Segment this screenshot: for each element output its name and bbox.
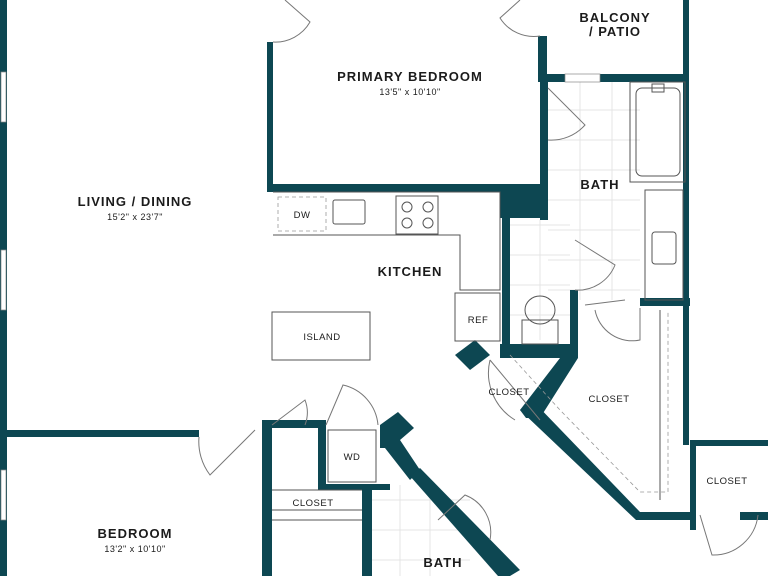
left-exterior-wall [0,0,7,576]
closet-hall-label: CLOSET [292,498,333,509]
washer-dryer [327,429,377,483]
closet-right-label: CLOSET [706,476,747,487]
living-dining-label: LIVING / DINING [78,194,193,209]
kitchen-counter [273,191,501,291]
right-walls [520,80,768,530]
bedroom-label: BEDROOM [98,526,173,541]
hall-closet-rod [272,489,362,521]
bath2-label: BATH [423,555,462,570]
dishwasher-label: DW [294,210,311,221]
lower-walls [7,412,520,576]
washer-dryer-label: WD [344,452,361,463]
balcony-label-line1: BALCONY [579,10,650,25]
kitchen-label: KITCHEN [378,264,443,279]
island-label: ISLAND [303,332,340,343]
balcony-window [564,73,601,83]
bath2-tiles [372,485,470,576]
doors [198,0,759,556]
primary-bedroom-dims: 13'5" x 10'10" [379,87,440,97]
closet-small-label: CLOSET [488,387,529,398]
walkin-closet-shelving [509,310,669,500]
refrigerator [454,292,501,342]
toilet-icon [521,295,559,345]
balcony-label-line2: / PATIO [589,24,641,39]
primary-vanity [644,189,684,301]
closet-walkin-label: CLOSET [588,394,629,405]
core-walls [455,80,578,418]
primary-bedroom-label: PRIMARY BEDROOM [337,69,483,84]
bathtub [629,81,686,183]
primary-bath-label: BATH [580,177,619,192]
living-dining-dims: 15'2" x 23'7" [107,212,163,222]
primary-bedroom-walls [267,0,689,192]
kitchen-island [271,311,371,361]
bedroom-dims: 13'2" x 10'10" [104,544,165,554]
refrigerator-label: REF [468,315,489,326]
